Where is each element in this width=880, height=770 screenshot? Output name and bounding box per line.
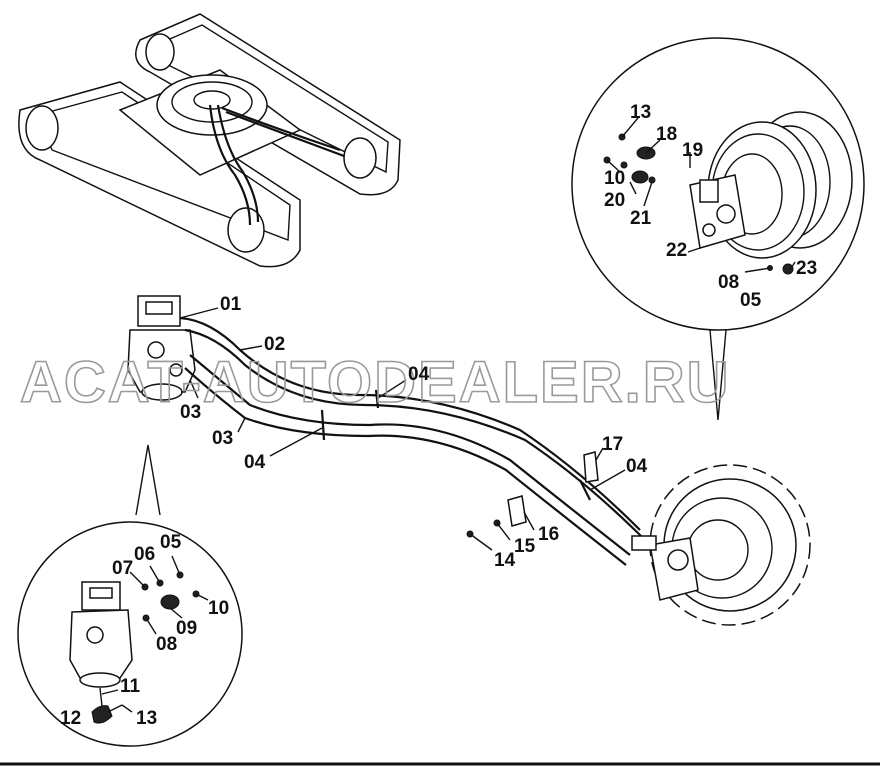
callout-label: 13 <box>630 102 651 123</box>
callout-label: 02 <box>264 334 285 355</box>
callout-label: 10 <box>604 168 625 189</box>
callout-label: 14 <box>494 550 516 571</box>
callout-label: 12 <box>60 708 81 729</box>
swivel-joint-detail-view <box>17 521 243 747</box>
final-drive-sprocket <box>631 464 811 626</box>
watermark-text: ACAT-AUTODEALER.RU <box>20 350 731 415</box>
plug-part-23 <box>782 263 794 275</box>
final-drive-detail-view <box>571 37 865 421</box>
callout-label: 08 <box>156 634 177 655</box>
seal-part-09 <box>160 594 180 610</box>
callout-label: 09 <box>176 618 197 639</box>
center-swivel-joint <box>127 295 196 401</box>
bracket-part-16 <box>507 495 527 527</box>
callout-label: 04 <box>408 364 430 385</box>
bracket-part-17 <box>583 451 599 483</box>
callout-label: 23 <box>796 258 817 279</box>
callout-label: 19 <box>682 140 703 161</box>
hose-assembly <box>127 295 811 626</box>
callout-label: 20 <box>604 190 625 211</box>
callout-label: 03 <box>212 428 233 449</box>
callout-label: 16 <box>538 524 559 545</box>
callout-label: 15 <box>514 536 536 557</box>
callout-label: 04 <box>626 456 648 477</box>
callout-label: 06 <box>134 544 155 565</box>
callout-label: 13 <box>136 708 157 729</box>
callout-label: 05 <box>740 290 762 311</box>
undercarriage-assembly <box>18 13 401 268</box>
callout-label: 01 <box>220 294 242 315</box>
fitting-part-12 <box>91 705 113 724</box>
callout-label: 07 <box>112 558 133 579</box>
callout-label: 03 <box>180 402 201 423</box>
callout-labels: 01 02 03 03 04 04 04 13 18 19 10 20 21 2… <box>60 102 817 729</box>
callout-label: 05 <box>160 532 182 553</box>
seal-part-20 <box>631 170 649 184</box>
callout-label: 04 <box>244 452 266 473</box>
callout-label: 11 <box>120 676 141 697</box>
callout-label: 18 <box>656 124 677 145</box>
callout-label: 17 <box>602 434 623 455</box>
callout-label: 08 <box>718 272 739 293</box>
callout-label: 22 <box>666 240 687 261</box>
callout-label: 21 <box>630 208 652 229</box>
callout-label: 10 <box>208 598 229 619</box>
